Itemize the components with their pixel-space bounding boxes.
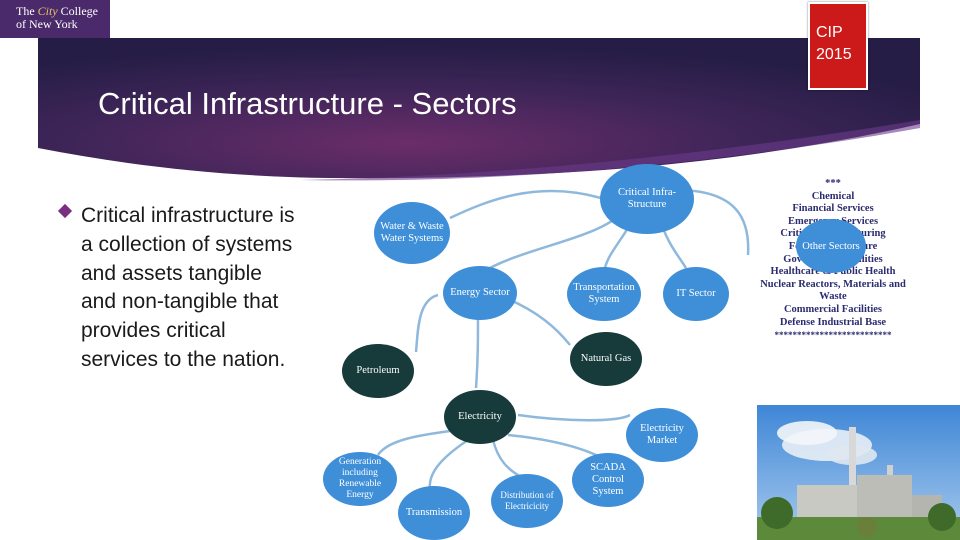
power-plant-photo xyxy=(757,405,960,540)
node-other-sectors: Other Sectors xyxy=(796,219,866,273)
diagram-connectors xyxy=(376,188,750,491)
bullet-text: Critical infrastructure is a collection … xyxy=(81,204,295,371)
node-water: Water & Waste Water Systems xyxy=(374,202,450,264)
node-critical-infrastructure: Critical Infra- Structure xyxy=(600,164,694,234)
diamond-bullet-icon xyxy=(57,203,73,219)
node-scada: SCADA Control System xyxy=(572,453,644,507)
slide-title: Critical Infrastructure - Sectors xyxy=(98,86,517,121)
sector-line: ************************** xyxy=(774,330,892,341)
node-natural-gas: Natural Gas xyxy=(570,332,642,386)
badge-line1: CIP xyxy=(816,24,843,41)
sector-line: Financial Services xyxy=(792,203,874,215)
logo-line2: of New York xyxy=(16,17,78,31)
node-petroleum: Petroleum xyxy=(342,344,414,398)
logo-the: The xyxy=(16,4,38,18)
header-banner xyxy=(38,38,920,181)
logo-college: College xyxy=(57,4,98,18)
node-electricity: Electricity xyxy=(444,390,516,444)
node-it-sector: IT Sector xyxy=(663,267,729,321)
logo-city: City xyxy=(37,4,58,18)
node-transportation: Transportation System xyxy=(567,267,641,321)
cip-badge: CIP 2015 xyxy=(808,2,868,90)
sector-line: Commercial Facilities xyxy=(783,303,883,315)
sector-line: Nuclear Reactors, Materials and Waste xyxy=(760,278,906,303)
node-energy-sector: Energy Sector xyxy=(443,266,517,320)
node-generation: Generation including Renewable Energy xyxy=(323,452,397,506)
node-transmission: Transmission xyxy=(398,486,470,540)
infrastructure-diagram: Critical Infra- Structure Water & Waste … xyxy=(318,160,763,540)
node-distribution: Distribution of Electricicity xyxy=(491,474,563,528)
sector-line: Defense Industrial Base xyxy=(779,316,887,328)
badge-line2: 2015 xyxy=(816,46,852,63)
node-electricity-market: Electricity Market xyxy=(626,408,698,462)
sector-line: *** xyxy=(825,178,841,189)
college-logo: The City College of New York xyxy=(0,0,110,38)
sector-line: Chemical xyxy=(811,190,855,202)
